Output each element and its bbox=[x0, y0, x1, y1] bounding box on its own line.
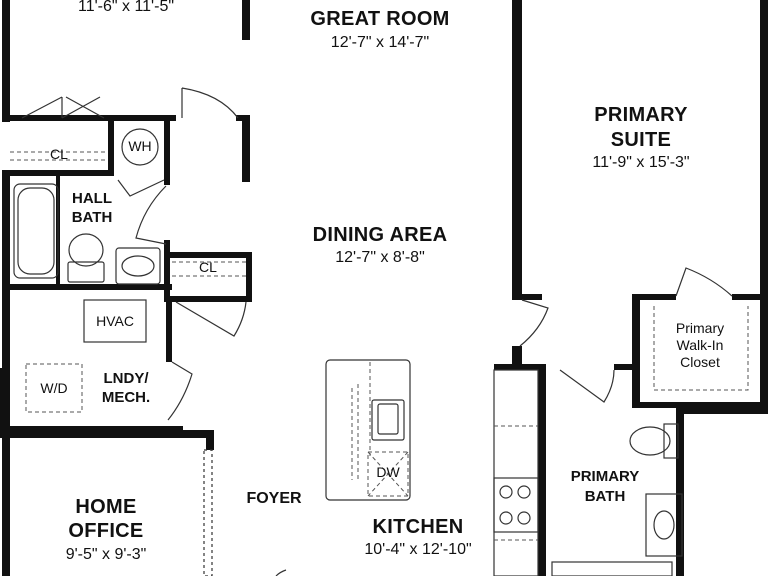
kitchen-dimension: 10'-4" x 12'-10" bbox=[364, 541, 472, 558]
stove-icon bbox=[517, 511, 531, 525]
toilet-icon bbox=[68, 233, 104, 267]
primary-suite-label-1: PRIMARY bbox=[594, 104, 688, 126]
primary-bath-label-2: BATH bbox=[584, 488, 626, 505]
closet-label-1: CL bbox=[50, 146, 68, 162]
water-heater-icon bbox=[121, 128, 159, 166]
dishwasher-label: DW bbox=[376, 464, 400, 480]
hall-bath-label-1: HALL bbox=[72, 190, 112, 207]
laundry-label-2: MECH. bbox=[101, 389, 151, 406]
fixtures bbox=[10, 128, 749, 576]
primary-sink-icon bbox=[653, 510, 675, 540]
washer-dryer-label: W/D bbox=[40, 380, 68, 396]
home-office-dimension: 9'-5" x 9'-3" bbox=[65, 546, 147, 563]
dining-area-label: DINING AREA bbox=[312, 224, 448, 246]
hvac-label: HVAC bbox=[96, 313, 134, 329]
water-heater-label: WH bbox=[128, 138, 152, 154]
foyer-label: FOYER bbox=[246, 490, 302, 507]
primary-bath-label-1: PRIMARY bbox=[570, 468, 640, 485]
primary-suite-label-2: SUITE bbox=[610, 129, 672, 151]
kitchen-sink-icon bbox=[371, 399, 405, 441]
home-office-label-2: OFFICE bbox=[68, 520, 144, 542]
kitchen-label: KITCHEN bbox=[372, 516, 464, 538]
primary-closet-label-3: Closet bbox=[680, 354, 720, 370]
kitchen-island bbox=[325, 359, 411, 501]
primary-closet-label-1: Primary bbox=[675, 320, 725, 336]
doors bbox=[21, 87, 733, 421]
primary-toilet-icon bbox=[629, 426, 671, 456]
hall-bath-label-2: BATH bbox=[71, 209, 113, 226]
sink-icon bbox=[121, 255, 155, 277]
great-room-label: GREAT ROOM bbox=[310, 8, 450, 30]
closet-label-2: CL bbox=[199, 259, 217, 275]
bedroom-top-dimension: 11'-6" x 11'-5" bbox=[77, 0, 175, 15]
bathtub-icon bbox=[17, 187, 55, 275]
primary-closet-label-2: Walk-In bbox=[676, 337, 724, 353]
home-office-label-1: HOME bbox=[75, 496, 137, 518]
primary-suite-dimension: 11'-9" x 15'-3" bbox=[592, 154, 690, 171]
great-room-dimension: 12'-7" x 14'-7" bbox=[330, 34, 430, 51]
dining-area-dimension: 12'-7" x 8'-8" bbox=[335, 249, 425, 266]
laundry-label-1: LNDY/ bbox=[103, 370, 149, 387]
